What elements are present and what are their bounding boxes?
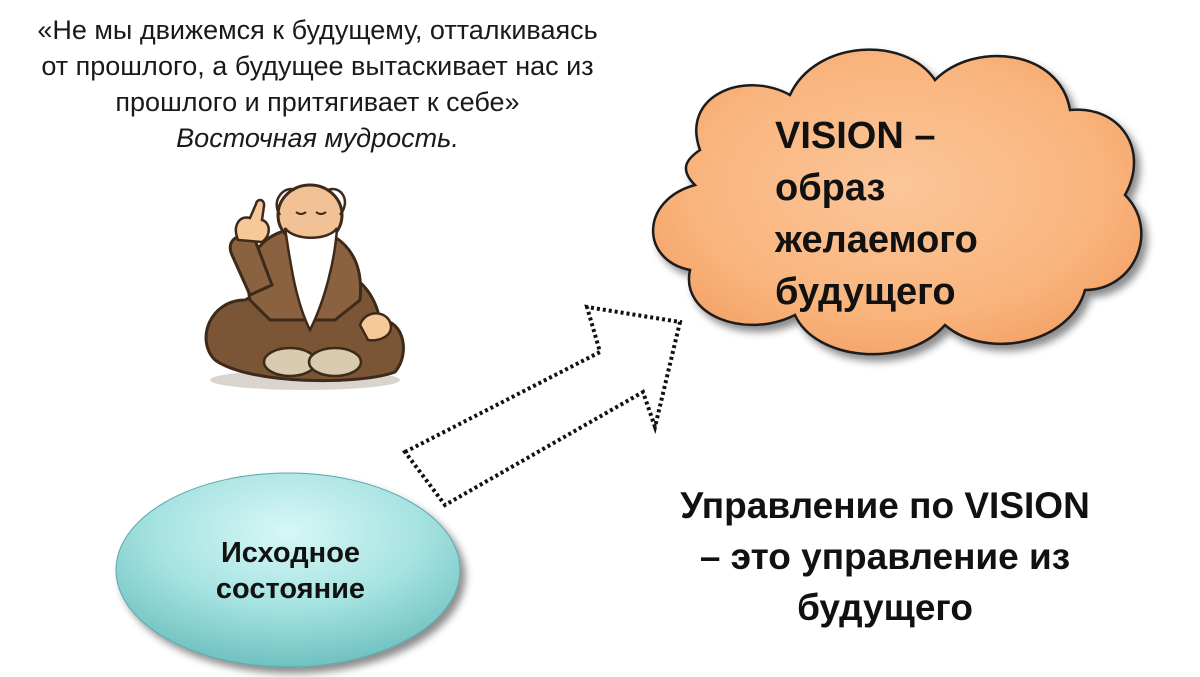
vision-cloud-line: желаемого (775, 219, 978, 261)
statement-block: Управление по VISION – это управление из… (640, 480, 1130, 633)
vision-cloud-line: будущего (775, 271, 956, 313)
origin-line: Исходное (220, 537, 361, 569)
quote-block: «Не мы движемся к будущему, отталкиваясь… (0, 12, 635, 156)
statement-line: Управление по VISION (680, 485, 1090, 526)
vision-cloud-label: VISION – образ желаемого будущего (775, 110, 1075, 318)
statement-line: – это управление из (699, 536, 1071, 577)
dotted-arrow (401, 304, 683, 508)
statement-line: будущего (797, 587, 973, 628)
vision-cloud-line: образ (775, 167, 886, 209)
sage-icon (204, 183, 405, 390)
vision-cloud-line: VISION – (775, 115, 936, 157)
origin-line: состояние (215, 573, 366, 605)
vision-cloud (651, 48, 1143, 356)
quote-author: Восточная мудрость. (176, 123, 459, 153)
quote-line: от прошлого, а будущее вытаскивает нас и… (41, 51, 594, 81)
origin-ellipse-label: Исходное состояние (148, 535, 433, 607)
origin-ellipse (115, 472, 461, 668)
quote-line: «Не мы движемся к будущему, отталкиваясь (37, 15, 598, 45)
quote-line: прошлого и притягивает к себе» (115, 87, 520, 117)
